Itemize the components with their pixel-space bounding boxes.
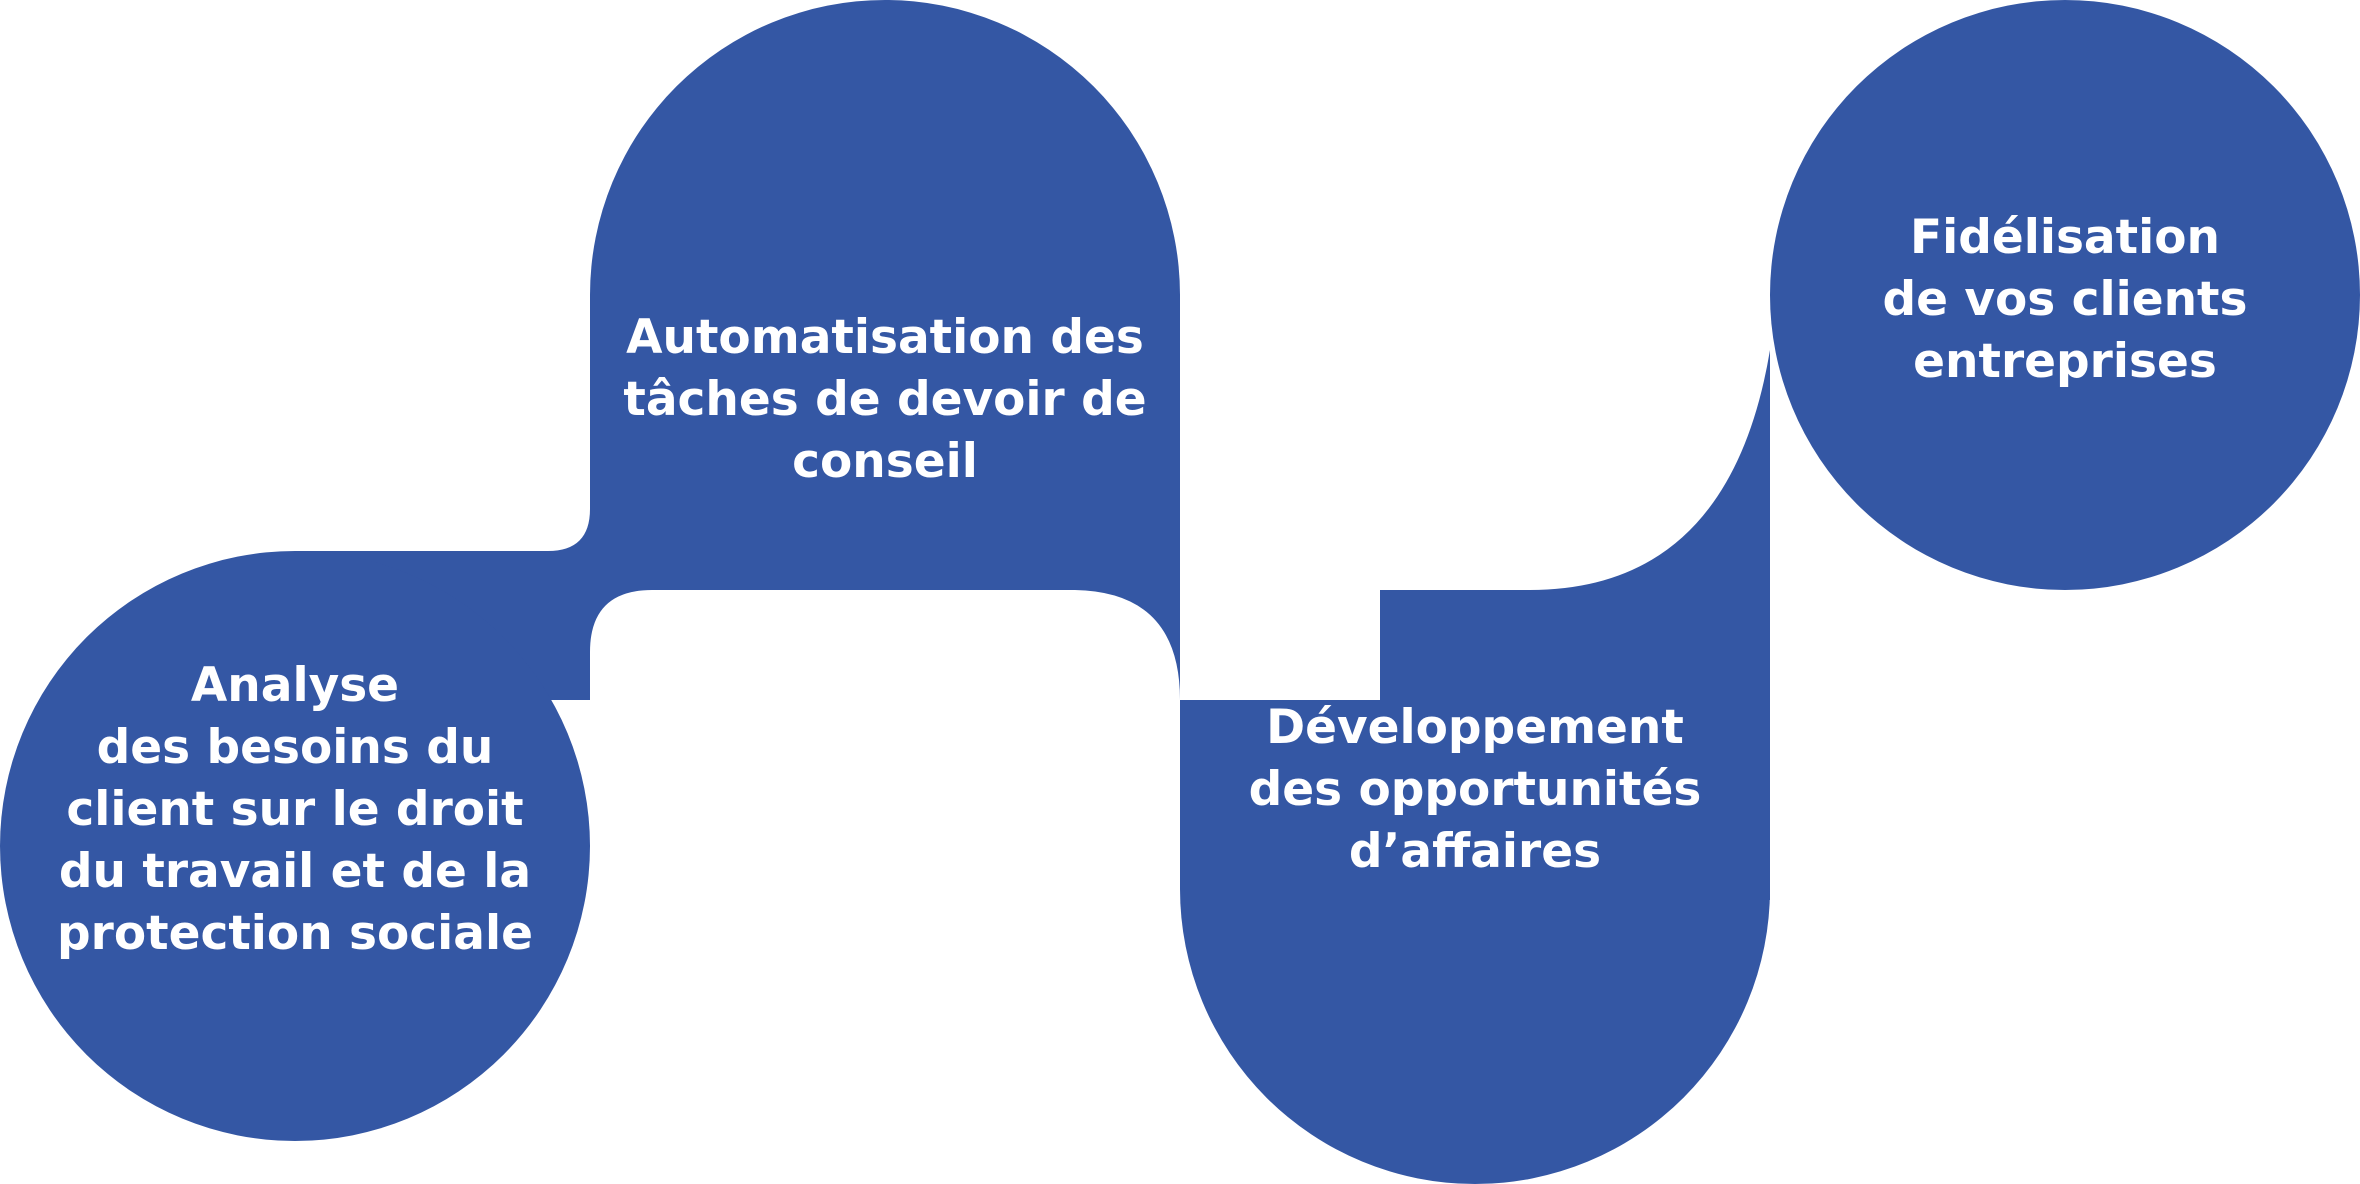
step-2-pill [590, 0, 1180, 420]
step-3-label: Développement des opportunités d’affaire… [1248, 700, 1702, 879]
step-2-label: Automatisation des tâches de devoir de c… [623, 310, 1147, 489]
step-4-label: Fidélisation de vos clients entreprises [1882, 210, 2248, 389]
connector-2-3 [590, 420, 1180, 700]
step-1-circle [0, 551, 590, 1141]
step-1-label: Analyse des besoins du client sur le dro… [57, 658, 533, 961]
step-3-pill [1180, 700, 1770, 1184]
step-4-circle [1770, 0, 2360, 590]
